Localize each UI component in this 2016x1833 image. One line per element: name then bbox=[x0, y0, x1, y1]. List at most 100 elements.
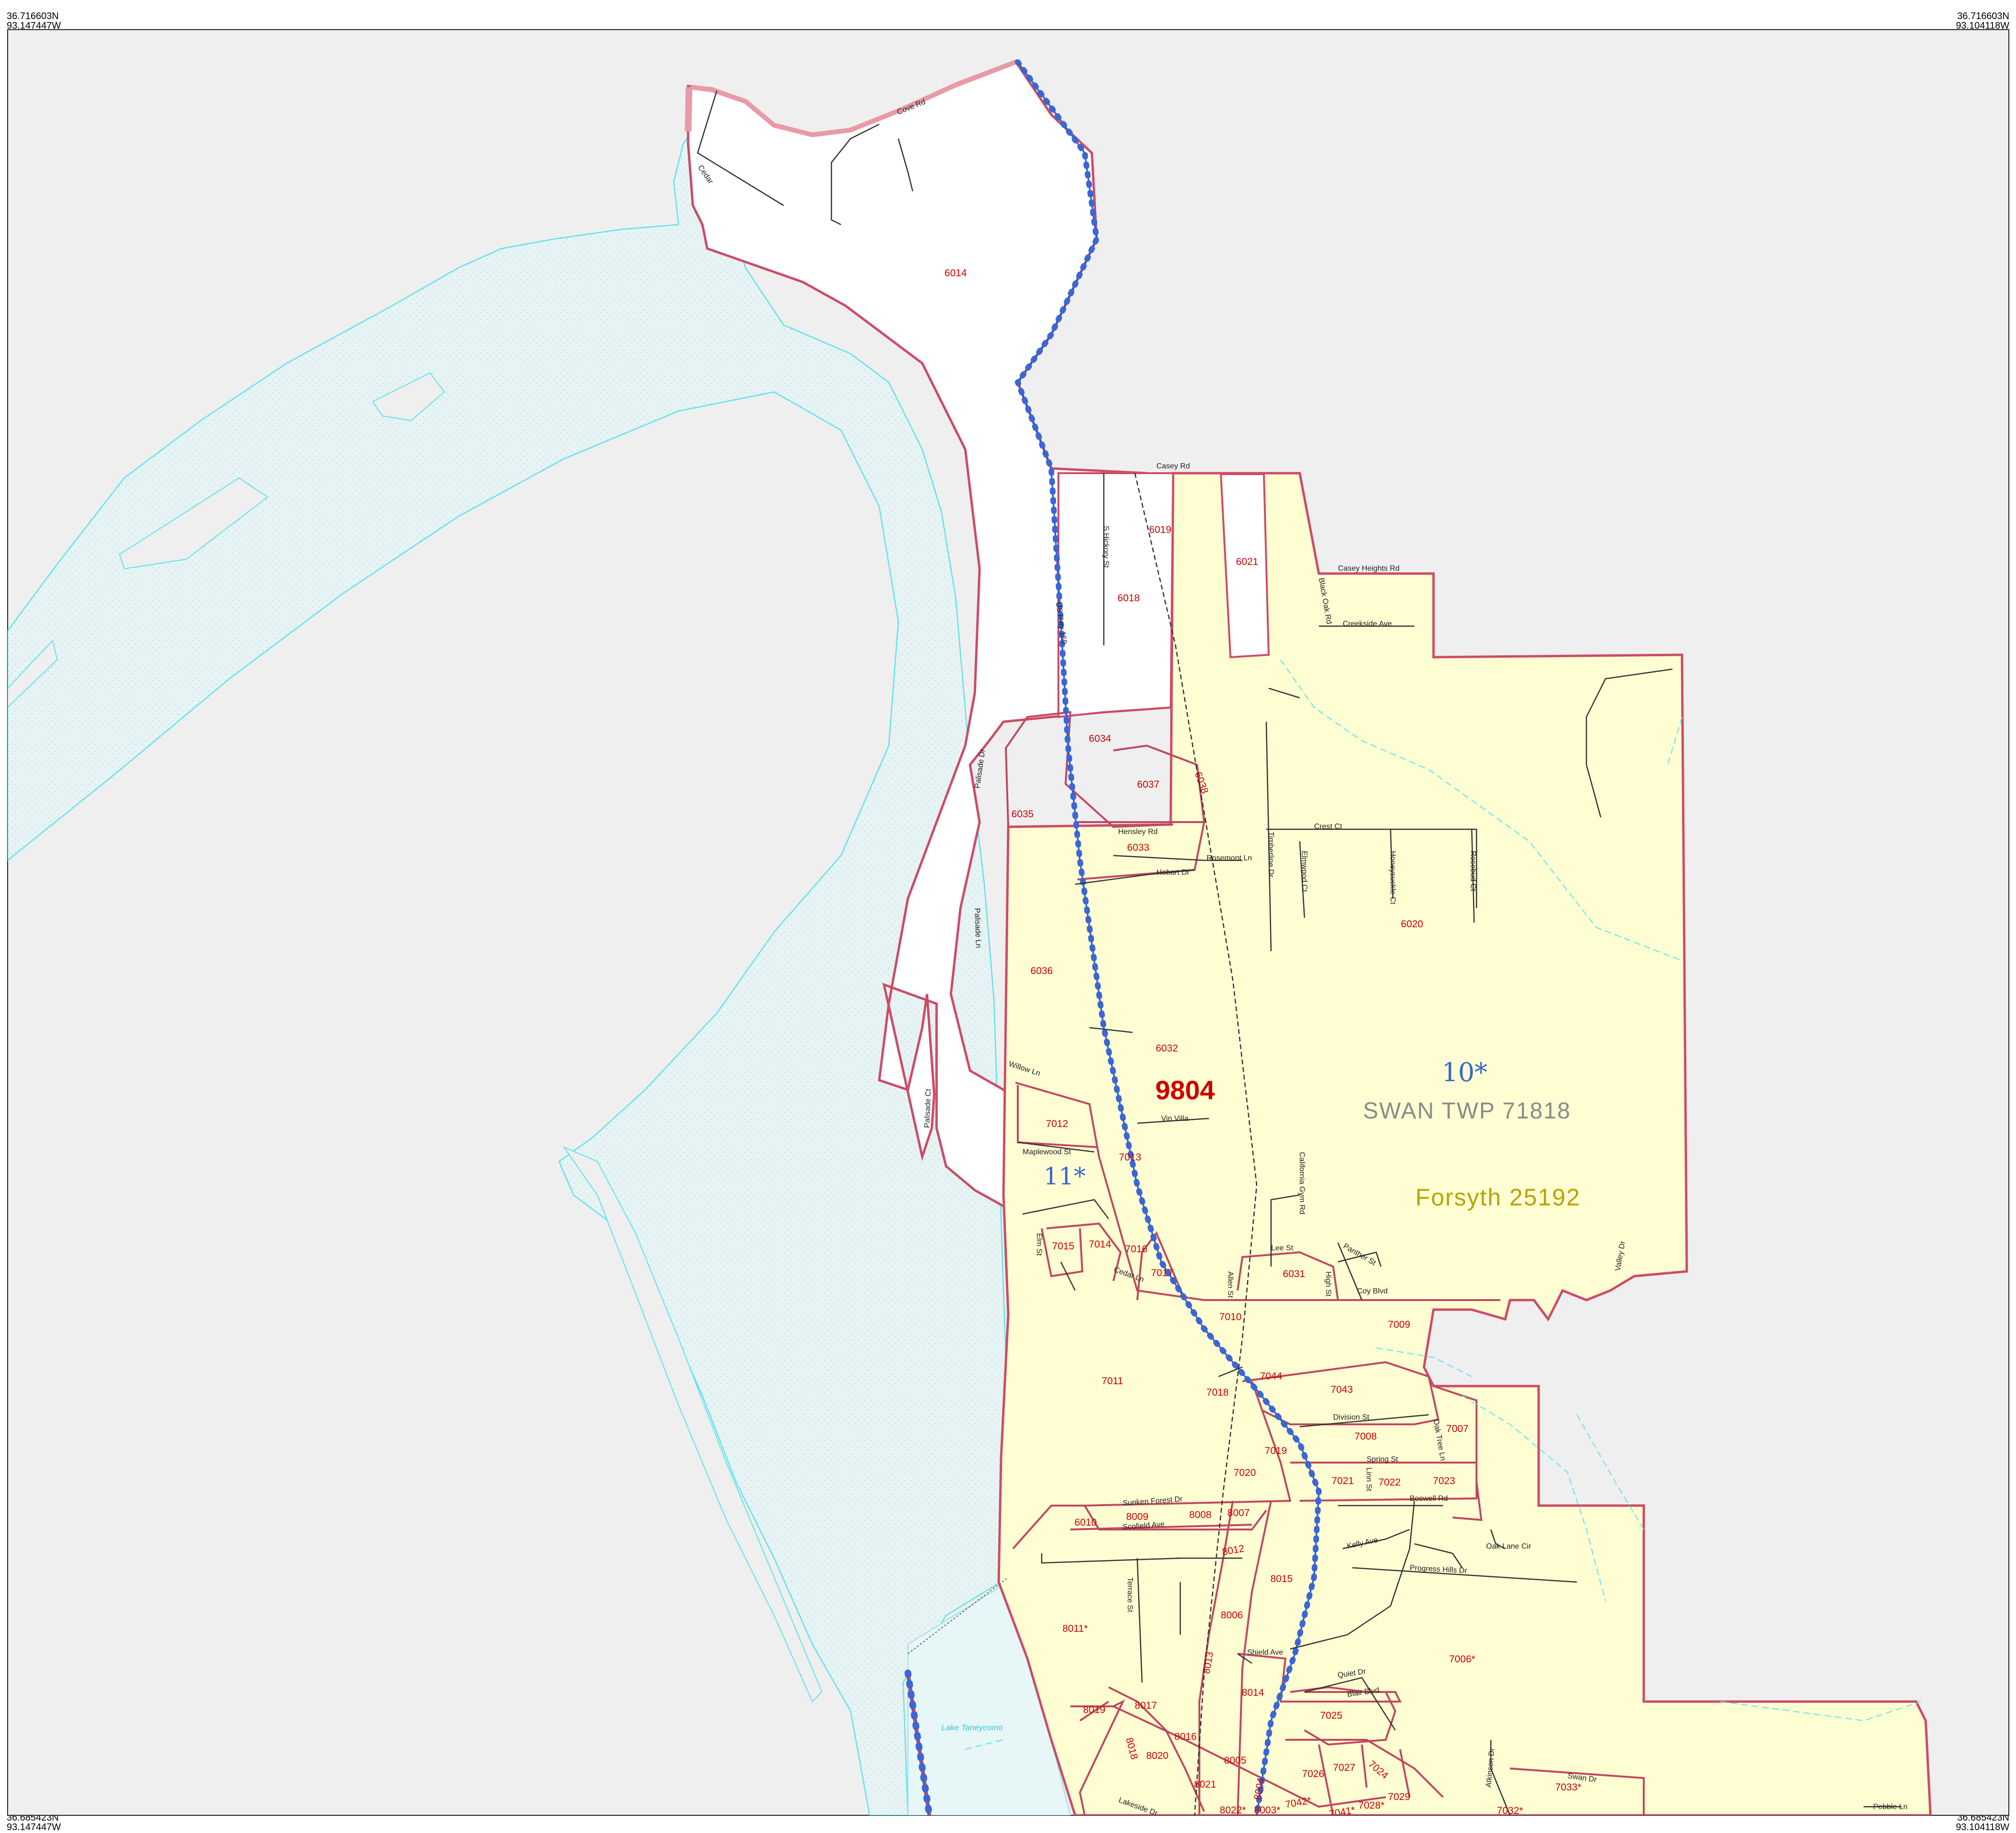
road-label: Pebble Ln bbox=[1873, 1803, 1908, 1811]
block-number: 6020 bbox=[1401, 919, 1423, 930]
island bbox=[119, 477, 269, 570]
block-number: 6033 bbox=[1127, 842, 1150, 853]
boundary-segment bbox=[685, 87, 692, 132]
block-number: 8022* bbox=[1220, 1805, 1246, 1816]
lat-label: 36.716603N bbox=[7, 11, 59, 22]
vtd-label: 10* bbox=[1442, 1057, 1488, 1087]
lon-label: 93.147447W bbox=[7, 1822, 61, 1833]
block-number: 6036 bbox=[1031, 965, 1053, 976]
block-number: 8008 bbox=[1189, 1509, 1212, 1520]
block-number: 6021 bbox=[1236, 556, 1259, 567]
block-number: 7029 bbox=[1388, 1791, 1411, 1802]
road-label: Lee St bbox=[1271, 1244, 1294, 1252]
island bbox=[372, 372, 445, 422]
block-number: 8017 bbox=[1135, 1700, 1157, 1711]
block-number: 6037 bbox=[1137, 779, 1160, 790]
block-number: 7043 bbox=[1331, 1384, 1353, 1395]
block-number: 7020 bbox=[1234, 1467, 1256, 1478]
block-number: 7044 bbox=[1260, 1371, 1283, 1382]
tract-strip bbox=[1219, 473, 1270, 659]
road-label: Palisade Ct bbox=[923, 1088, 933, 1128]
road-label: Hobart Dr bbox=[1156, 868, 1190, 877]
block-number: 7018 bbox=[1207, 1387, 1229, 1398]
boundary-segment bbox=[690, 60, 1016, 138]
block-number: 7022 bbox=[1379, 1477, 1401, 1488]
block-number: 6031 bbox=[1283, 1269, 1305, 1280]
block-number: 7011 bbox=[1101, 1376, 1123, 1387]
road-label: Honeysuckle Ct bbox=[1389, 851, 1397, 905]
road-label: Timberline Dr bbox=[1267, 832, 1275, 878]
railroad bbox=[905, 59, 1322, 1815]
block-number: 8005 bbox=[1224, 1755, 1247, 1766]
tract-strip bbox=[1057, 472, 1175, 718]
road-label: Shield Ave bbox=[1247, 1649, 1283, 1657]
block-number: 8011* bbox=[1062, 1623, 1088, 1634]
river-water bbox=[8, 122, 1009, 1815]
block-number: 8006 bbox=[1221, 1610, 1243, 1621]
block-number: 8020 bbox=[1146, 1750, 1169, 1761]
road-label: Crest Ct bbox=[1314, 823, 1342, 831]
road-label: Linn St bbox=[1365, 1467, 1373, 1491]
road-label: Division St bbox=[1333, 1413, 1369, 1421]
block-number: 7017 bbox=[1151, 1268, 1174, 1279]
block-number: 8015 bbox=[1271, 1573, 1293, 1584]
road-label: Casey Rd bbox=[1156, 462, 1190, 470]
road-label: Rosemont Ln bbox=[1207, 854, 1252, 862]
coord-top-right: 36.716603N 93.104118W bbox=[1956, 11, 2009, 31]
road-label: Scofield Ave bbox=[1122, 1520, 1165, 1531]
road-label: Elmwood Ct bbox=[1300, 851, 1308, 892]
road-label: Palisade Ln bbox=[973, 908, 982, 948]
road-label: Terrace St bbox=[1126, 1577, 1134, 1612]
block-number: 7012 bbox=[1046, 1118, 1068, 1129]
lon-label: 93.104118W bbox=[1956, 1822, 2009, 1833]
block-number: 8014 bbox=[1242, 1687, 1264, 1698]
road-label: Rosebud Ct bbox=[1469, 851, 1477, 891]
block-number: 7010 bbox=[1219, 1312, 1242, 1323]
lake-label: Lake Taneycomo bbox=[941, 1723, 1003, 1732]
road-label: Elm St bbox=[1035, 1233, 1043, 1256]
block-number: 7021 bbox=[1332, 1475, 1354, 1486]
block-number: 7009 bbox=[1388, 1319, 1411, 1330]
block-number: 7028* bbox=[1358, 1800, 1385, 1811]
block-number: 7015 bbox=[1052, 1241, 1075, 1252]
road-label: Allen St bbox=[1226, 1271, 1234, 1298]
lon-label: 93.104118W bbox=[1956, 21, 2009, 31]
place-label: Forsyth 25192 bbox=[1415, 1184, 1581, 1211]
block-number: 7026 bbox=[1302, 1768, 1325, 1779]
road-network bbox=[697, 90, 1902, 1815]
block-number: 7014 bbox=[1089, 1239, 1111, 1250]
block-number: 7025 bbox=[1320, 1710, 1343, 1721]
road-labels: Cove Rd Cedar Casey Rd S Hickory St US H… bbox=[696, 98, 1908, 1815]
block-number: 7033* bbox=[1555, 1782, 1582, 1793]
township-label: SWAN TWP 71818 bbox=[1363, 1098, 1571, 1124]
block-number: 6034 bbox=[1089, 733, 1111, 744]
block-number: 6019 bbox=[1149, 524, 1172, 535]
island bbox=[562, 1146, 823, 1703]
block-number: 7023 bbox=[1433, 1475, 1455, 1486]
road-label: Spring St bbox=[1367, 1455, 1398, 1464]
road-label: Coy Blvd bbox=[1357, 1287, 1388, 1295]
coord-top-left: 36.716603N 93.147447W bbox=[7, 11, 61, 31]
road-label: Hensley Rd bbox=[1118, 828, 1158, 836]
lon-label: 93.147447W bbox=[7, 21, 61, 31]
block-number: 8019 bbox=[1083, 1704, 1106, 1715]
block-number: 6032 bbox=[1156, 1043, 1178, 1054]
block-number: 6010 bbox=[1075, 1517, 1097, 1528]
block-number: 7019 bbox=[1265, 1445, 1287, 1456]
block-number: 7027 bbox=[1333, 1762, 1356, 1773]
block-number: 6014 bbox=[945, 268, 967, 279]
highway-line bbox=[1134, 473, 1258, 1815]
road-label: S Hickory St bbox=[1102, 526, 1110, 568]
lat-label: 36.716603N bbox=[1957, 11, 2009, 22]
block-number: 7007 bbox=[1446, 1423, 1469, 1434]
block-number: 7008 bbox=[1355, 1431, 1377, 1442]
block-number: 6035 bbox=[1012, 809, 1034, 820]
block-number: 8009 bbox=[1126, 1511, 1149, 1522]
block-number: 6018 bbox=[1118, 593, 1140, 604]
block-number: 8016 bbox=[1175, 1731, 1197, 1742]
road-label: Creekside Ave bbox=[1343, 620, 1392, 628]
block-number: 8007 bbox=[1228, 1508, 1250, 1518]
road-label: Vin Villa bbox=[1161, 1115, 1188, 1123]
